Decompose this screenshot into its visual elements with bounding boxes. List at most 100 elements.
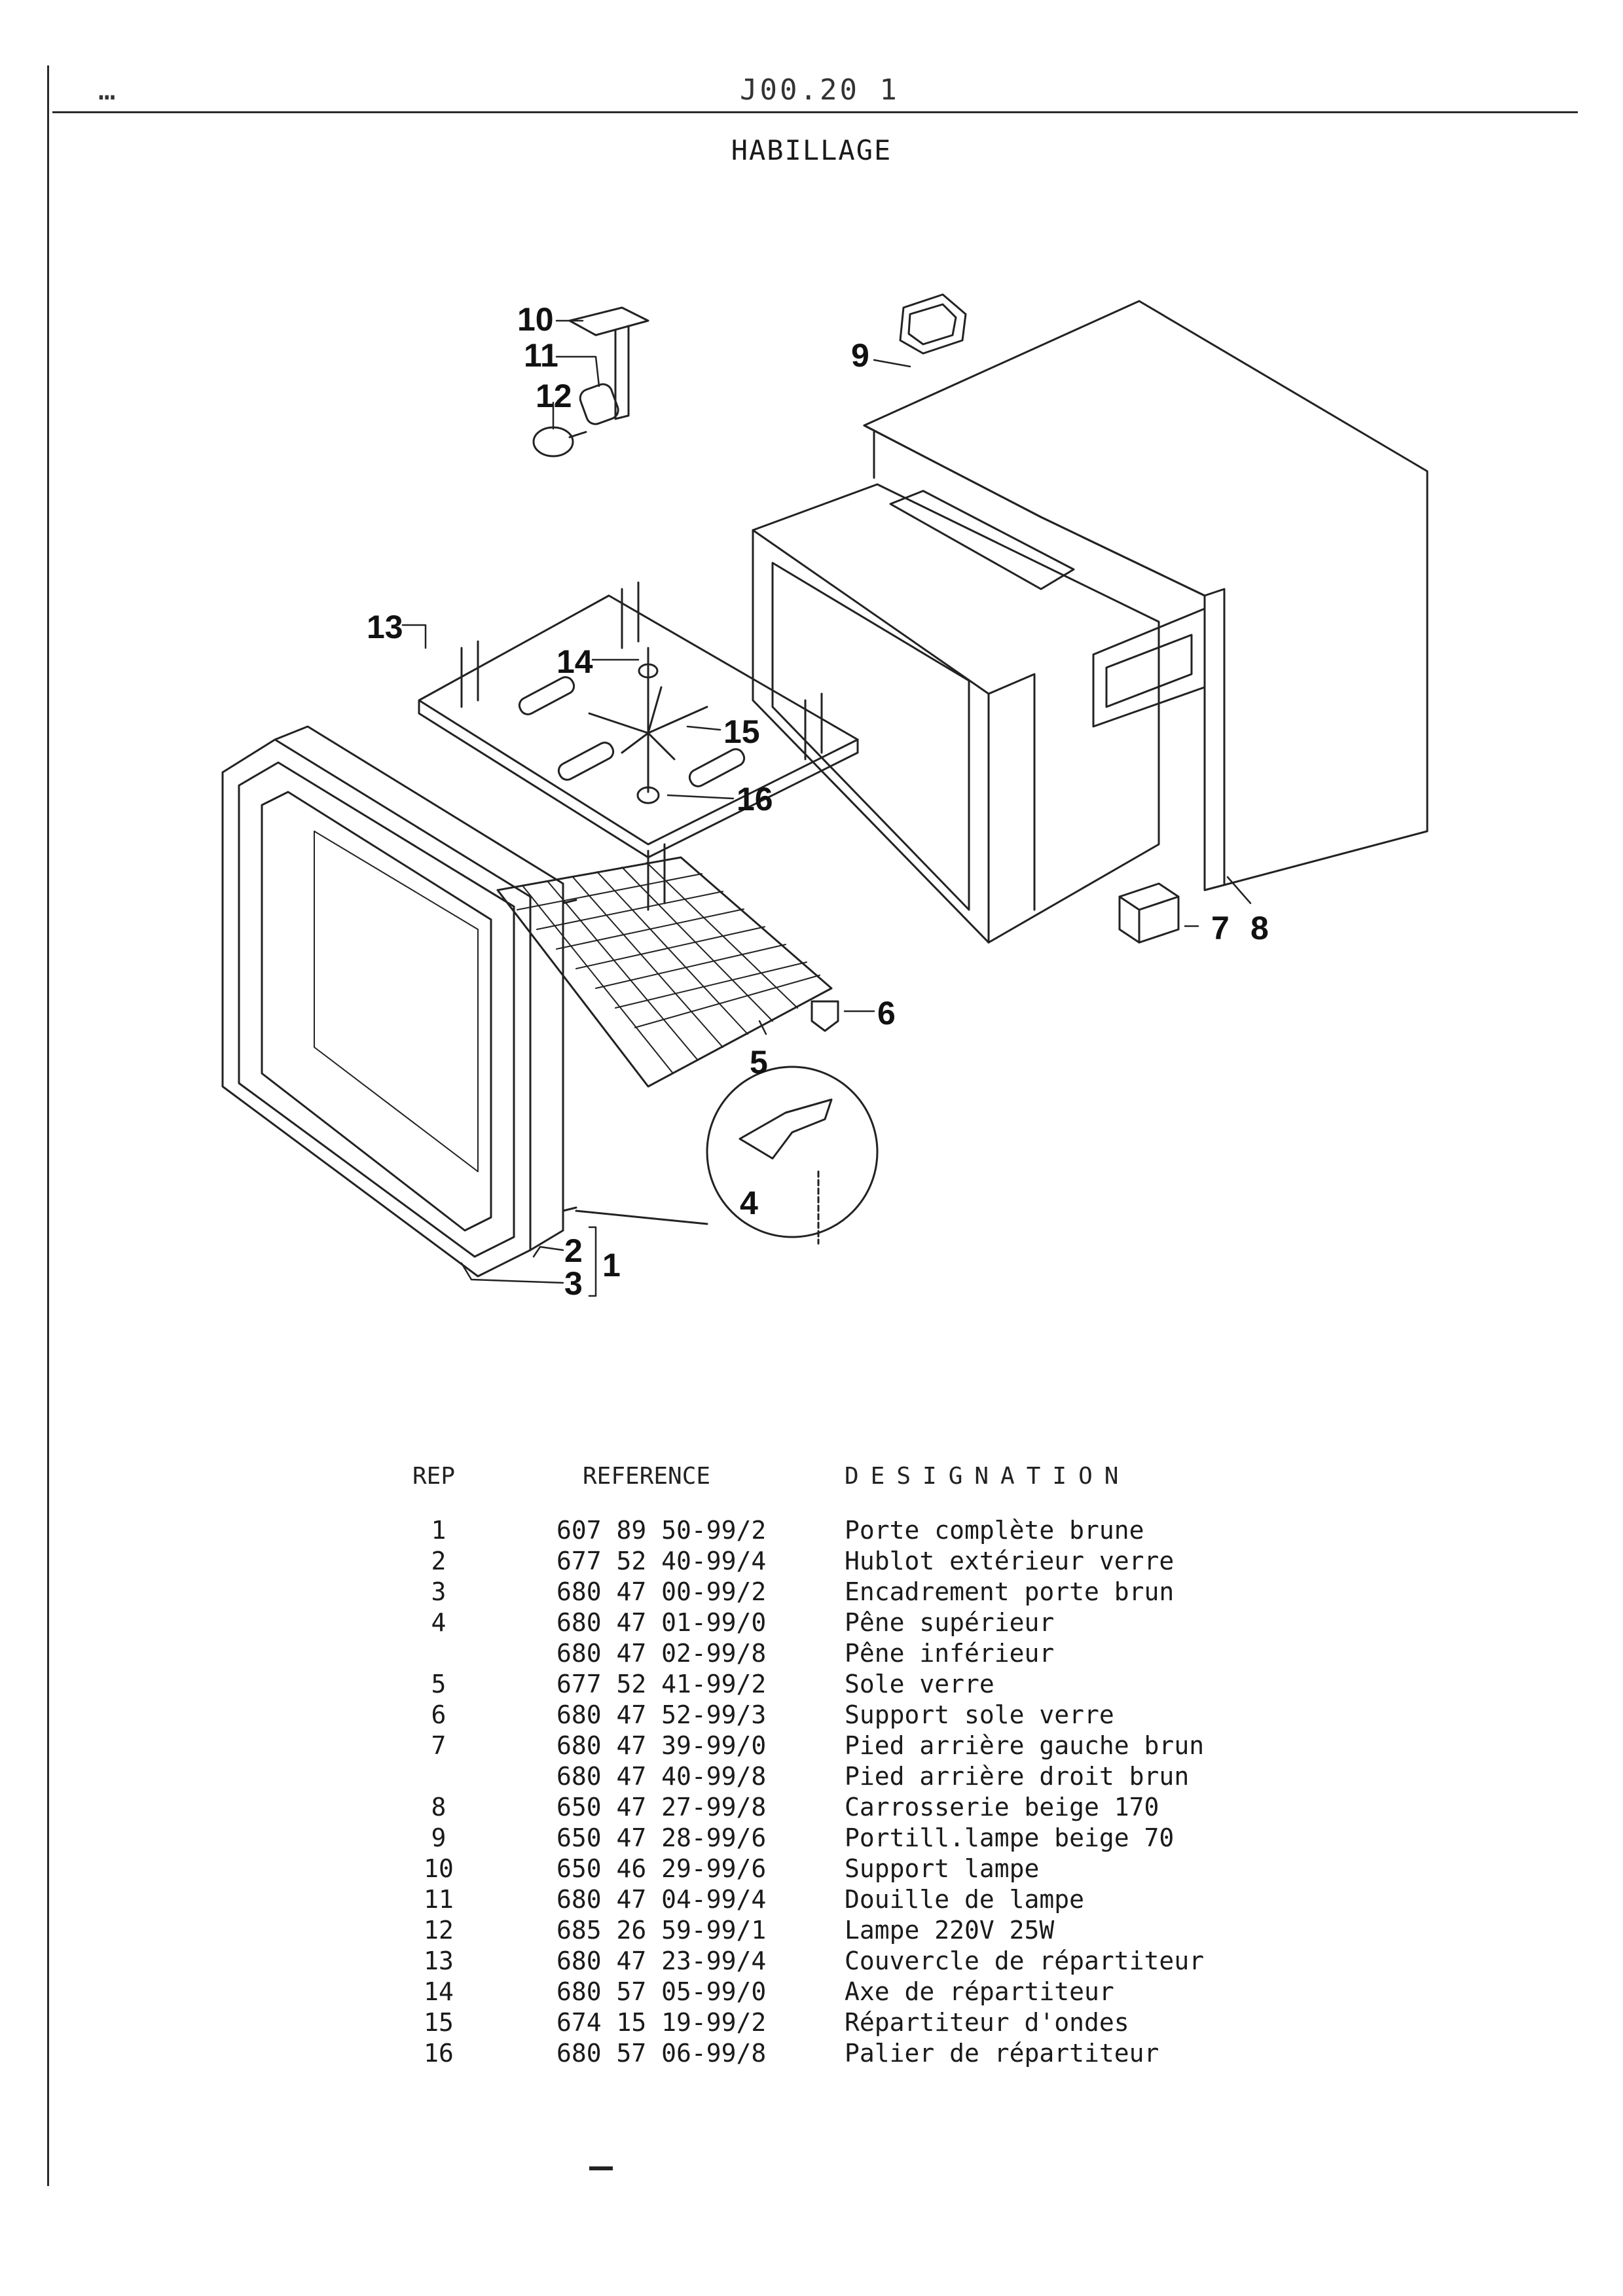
callout-9: 9 <box>851 337 869 374</box>
cell-designation: Support sole verre <box>845 1700 1114 1729</box>
cell-rep: 8 <box>431 1793 447 1821</box>
table-row: 8 650 47 27-99/8 Carrosserie beige 170 <box>393 1792 1204 1823</box>
oven-cavity <box>752 483 1206 944</box>
cell-designation: Encadrement porte brun <box>845 1577 1175 1606</box>
cabinet-body <box>863 300 1429 891</box>
cell-designation: Portill.lampe beige 70 <box>845 1823 1175 1852</box>
callout-8: 8 <box>1250 910 1269 946</box>
table-row: 6 680 47 52-99/3 Support sole verre <box>393 1700 1204 1731</box>
cell-designation: Porte complète brune <box>845 1516 1144 1545</box>
cell-reference: 680 47 04-99/4 <box>556 1885 767 1914</box>
table-row: 11 680 47 04-99/4 Douille de lampe <box>393 1884 1204 1915</box>
cell-reference: 680 57 05-99/0 <box>556 1977 767 2006</box>
table-row: 13 680 47 23-99/4 Couvercle de répartiteur <box>393 1946 1204 1977</box>
cell-rep: 5 <box>431 1670 447 1698</box>
cell-designation: Hublot extérieur verre <box>845 1547 1175 1575</box>
cell-rep: 2 <box>431 1547 447 1575</box>
table-row: 680 47 40-99/8 Pied arrière droit brun <box>393 1761 1204 1792</box>
column-header-designation: DESIGNATION <box>845 1463 1131 1490</box>
cell-designation: Pied arrière droit brun <box>845 1762 1190 1791</box>
table-row: 15 674 15 19-99/2 Répartiteur d'ondes <box>393 2007 1204 2038</box>
cell-rep: 15 <box>424 2008 454 2037</box>
cell-rep: 11 <box>424 1885 454 1914</box>
rear-foot <box>1118 882 1180 944</box>
cell-reference: 680 47 00-99/2 <box>556 1577 767 1606</box>
cell-reference: 677 52 40-99/4 <box>556 1547 767 1575</box>
cell-rep: 4 <box>431 1608 447 1637</box>
cell-reference: 680 47 02-99/8 <box>556 1639 767 1668</box>
header-left-fragment: … <box>98 73 120 107</box>
door-assembly <box>221 725 577 1278</box>
callout-4: 4 <box>740 1185 758 1221</box>
cell-rep <box>393 1761 484 1792</box>
column-header-reference: REFERENCE <box>583 1463 711 1490</box>
cell-reference: 685 26 59-99/1 <box>556 1916 767 1945</box>
cell-designation: Palier de répartiteur <box>845 2039 1159 2068</box>
cell-reference: 650 46 29-99/6 <box>556 1854 767 1883</box>
callout-12: 12 <box>536 378 572 414</box>
cell-designation: Couvercle de répartiteur <box>845 1946 1205 1975</box>
wave-stirrer <box>588 647 708 804</box>
callout-7: 7 <box>1211 910 1230 946</box>
table-row: 16 680 57 06-99/8 Palier de répartiteur <box>393 2038 1204 2069</box>
table-row: 12 685 26 59-99/1 Lampe 220V 25W <box>393 1915 1204 1946</box>
cell-rep: 3 <box>431 1577 447 1606</box>
cell-reference: 680 47 40-99/8 <box>556 1762 767 1791</box>
table-row: 9 650 47 28-99/6 Portill.lampe beige 70 <box>393 1823 1204 1854</box>
cell-rep: 6 <box>431 1700 447 1729</box>
header-rule <box>52 111 1578 113</box>
cell-rep: 10 <box>424 1854 454 1883</box>
cell-rep: 1 <box>431 1516 447 1545</box>
cell-rep: 13 <box>424 1946 454 1975</box>
callout-10: 10 <box>517 301 554 338</box>
cell-rep: 9 <box>431 1823 447 1852</box>
cell-designation: Répartiteur d'ondes <box>845 2008 1129 2037</box>
header-document-code: J00.20 1 <box>740 73 900 107</box>
cell-rep: 12 <box>424 1916 454 1945</box>
distributor-cover-plate <box>418 581 859 911</box>
callout-3: 3 <box>564 1265 583 1302</box>
callout-1: 1 <box>602 1247 621 1283</box>
glass-support <box>811 1000 839 1032</box>
table-row: 10 650 46 29-99/6 Support lampe <box>393 1854 1204 1884</box>
callout-6: 6 <box>877 995 896 1031</box>
cell-designation: Lampe 220V 25W <box>845 1916 1055 1945</box>
cell-designation: Support lampe <box>845 1854 1040 1883</box>
cell-reference: 650 47 28-99/6 <box>556 1823 767 1852</box>
page-margin-rule <box>47 65 49 2186</box>
cell-designation: Sole verre <box>845 1670 994 1698</box>
lamp-port-cover <box>899 293 967 355</box>
cell-reference: 680 57 06-99/8 <box>556 2039 767 2068</box>
leader-lines <box>401 319 1252 1297</box>
cell-rep: 14 <box>424 1977 454 2006</box>
cell-rep: 7 <box>431 1731 447 1760</box>
cell-reference: 674 15 19-99/2 <box>556 2008 767 2037</box>
table-row: 2 677 52 40-99/4 Hublot extérieur verre <box>393 1546 1204 1577</box>
footer-mark <box>589 2166 613 2170</box>
callout-13: 13 <box>367 609 403 645</box>
cell-designation: Carrosserie beige 170 <box>845 1793 1159 1821</box>
table-row: 14 680 57 05-99/0 Axe de répartiteur <box>393 1977 1204 2007</box>
exploded-view-diagram: 10 11 12 9 13 14 15 16 7 8 6 5 4 2 3 1 <box>221 293 1429 1302</box>
callout-5: 5 <box>750 1044 768 1081</box>
column-header-rep: REP <box>412 1463 456 1490</box>
cell-reference: 650 47 27-99/8 <box>556 1793 767 1821</box>
cell-designation: Pêne supérieur <box>845 1608 1055 1637</box>
cell-designation: Douille de lampe <box>845 1885 1085 1914</box>
callout-16: 16 <box>737 781 773 817</box>
cell-reference: 680 47 52-99/3 <box>556 1700 767 1729</box>
latch-detail <box>575 1066 879 1245</box>
cell-reference: 680 47 39-99/0 <box>556 1731 767 1760</box>
cell-reference: 680 47 23-99/4 <box>556 1946 767 1975</box>
callout-2: 2 <box>564 1232 583 1269</box>
cell-rep <box>393 1638 484 1669</box>
page-title: HABILLAGE <box>731 134 892 166</box>
cell-designation: Axe de répartiteur <box>845 1977 1114 2006</box>
cell-rep: 16 <box>424 2039 454 2068</box>
